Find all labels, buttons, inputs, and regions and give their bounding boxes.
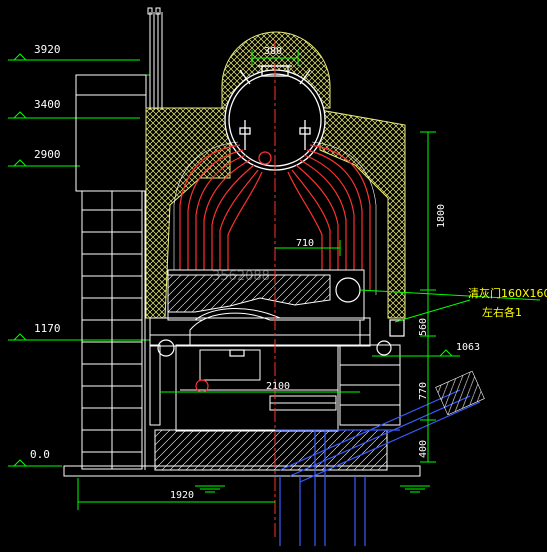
dim-right-upper-height: 1800 xyxy=(436,204,447,228)
dim-top-width: 380 xyxy=(264,46,282,57)
note-ash-door: 清灰门160X160 xyxy=(468,286,547,300)
dim-inner-width: 710 xyxy=(296,238,314,249)
ground-hatch xyxy=(435,370,485,416)
level-markers xyxy=(8,53,150,467)
note-ash-door-sub: 左右各1 xyxy=(482,305,522,319)
level-label-3400: 3400 xyxy=(34,98,61,111)
level-label-1170: 1170 xyxy=(34,322,61,335)
dim-grate-width: 2100 xyxy=(266,381,290,392)
stack-pipes xyxy=(147,7,163,110)
dim-right-level: 1063 xyxy=(456,342,480,353)
foundation-lines xyxy=(275,389,481,546)
furnace-body xyxy=(63,191,421,477)
level-label-2900: 2900 xyxy=(34,148,61,161)
dim-right-lower-height: 770 xyxy=(418,382,429,400)
headers-and-valves xyxy=(157,277,405,393)
water-wall-tubes xyxy=(179,144,371,290)
watermark-text: 3562088 xyxy=(212,269,270,284)
level-label-3920: 3920 xyxy=(34,43,61,56)
flue-column xyxy=(75,74,147,470)
ground-symbols xyxy=(195,485,430,493)
dim-right-bottom-height: 400 xyxy=(418,440,429,458)
dimension-lines xyxy=(77,50,541,510)
dim-right-mid-height: 560 xyxy=(418,318,429,336)
dim-base-width: 1920 xyxy=(170,490,194,501)
level-label-zero: 0.0 xyxy=(30,448,50,461)
tube-outlines xyxy=(173,141,377,295)
